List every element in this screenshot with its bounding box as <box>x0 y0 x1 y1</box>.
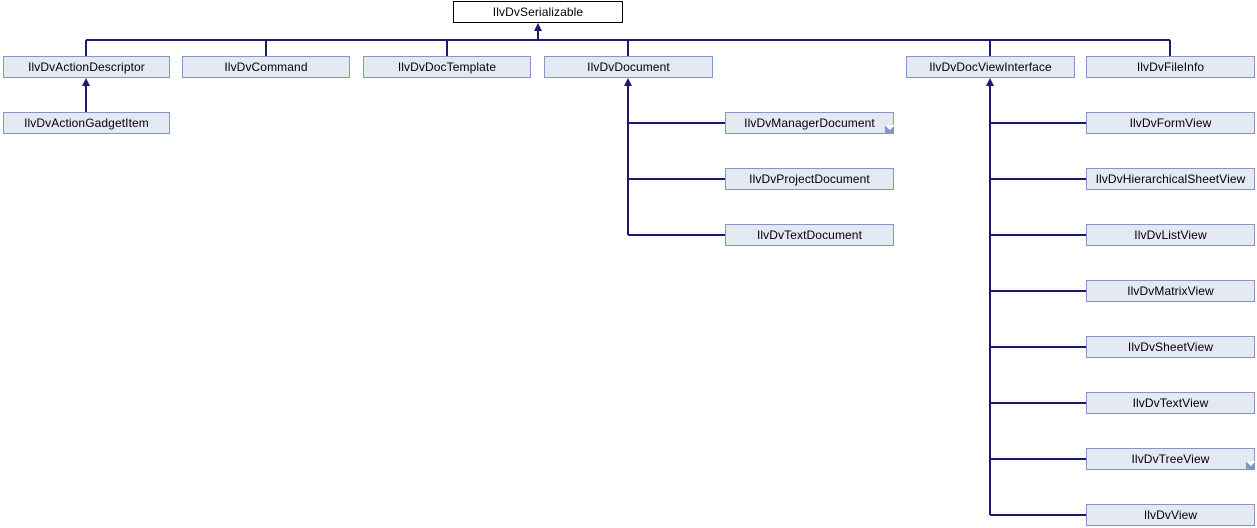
node-label: IlvDvActionGadgetItem <box>24 116 149 130</box>
arrowhead-doc-view-interface <box>986 78 994 86</box>
node-ilvdvdoctemplate[interactable]: IlvDvDocTemplate <box>363 56 531 78</box>
node-ilvdvserializable[interactable]: IlvDvSerializable <box>453 1 623 23</box>
node-label: IlvDvListView <box>1134 228 1207 242</box>
node-ilvdvcommand[interactable]: IlvDvCommand <box>182 56 350 78</box>
node-ilvdvdocument[interactable]: IlvDvDocument <box>544 56 713 78</box>
node-label: IlvDvDocTemplate <box>397 60 497 74</box>
folded-corner-icon <box>1246 461 1255 470</box>
node-label: IlvDvSerializable <box>492 5 584 19</box>
node-label: IlvDvTreeView <box>1131 452 1210 466</box>
node-label: IlvDvFileInfo <box>1136 60 1205 74</box>
node-label: IlvDvCommand <box>224 60 308 74</box>
node-label: IlvDvSheetView <box>1127 340 1214 354</box>
node-ilvdvfileinfo[interactable]: IlvDvFileInfo <box>1086 56 1255 78</box>
node-ilvdvview[interactable]: IlvDvView <box>1086 504 1255 526</box>
node-ilvdvformview[interactable]: IlvDvFormView <box>1086 112 1255 134</box>
node-ilvdvtextdocument[interactable]: IlvDvTextDocument <box>725 224 894 246</box>
edge-doc-view-children <box>989 82 1086 516</box>
node-ilvdvsheetview[interactable]: IlvDvSheetView <box>1086 336 1255 358</box>
node-ilvdvhierarchicalsheetview[interactable]: IlvDvHierarchicalSheetView <box>1086 168 1255 190</box>
node-label: IlvDvProjectDocument <box>749 172 870 186</box>
node-label: IlvDvTextDocument <box>756 228 863 242</box>
node-label: IlvDvHierarchicalSheetView <box>1095 172 1246 186</box>
node-ilvdvmatrixview[interactable]: IlvDvMatrixView <box>1086 280 1255 302</box>
node-ilvdvtreeview[interactable]: IlvDvTreeView <box>1086 448 1255 470</box>
edge-document-children <box>627 82 725 236</box>
arrowhead-action-descriptor <box>82 78 90 86</box>
node-ilvdvprojectdocument[interactable]: IlvDvProjectDocument <box>725 168 894 190</box>
node-ilvdvmanagerdocument[interactable]: IlvDvManagerDocument <box>725 112 894 134</box>
node-ilvdvactiongadgetitem[interactable]: IlvDvActionGadgetItem <box>3 112 170 134</box>
node-label: IlvDvDocument <box>587 60 670 74</box>
arrowhead-document <box>624 78 632 86</box>
node-label: IlvDvActionDescriptor <box>28 60 145 74</box>
node-label: IlvDvMatrixView <box>1127 284 1214 298</box>
node-label: IlvDvFormView <box>1129 116 1212 130</box>
node-ilvdvactiondescriptor[interactable]: IlvDvActionDescriptor <box>3 56 170 78</box>
node-ilvdvtextview[interactable]: IlvDvTextView <box>1086 392 1255 414</box>
node-ilvdvlistview[interactable]: IlvDvListView <box>1086 224 1255 246</box>
node-label: IlvDvDocViewInterface <box>929 60 1052 74</box>
node-label: IlvDvManagerDocument <box>744 116 875 130</box>
arrowhead-serializable <box>534 23 542 31</box>
node-label: IlvDvView <box>1143 508 1198 522</box>
node-ilvdvdocviewinterface[interactable]: IlvDvDocViewInterface <box>906 56 1075 78</box>
edge-serializable-bus <box>85 27 1171 56</box>
node-label: IlvDvTextView <box>1132 396 1209 410</box>
folded-corner-icon <box>885 125 894 134</box>
